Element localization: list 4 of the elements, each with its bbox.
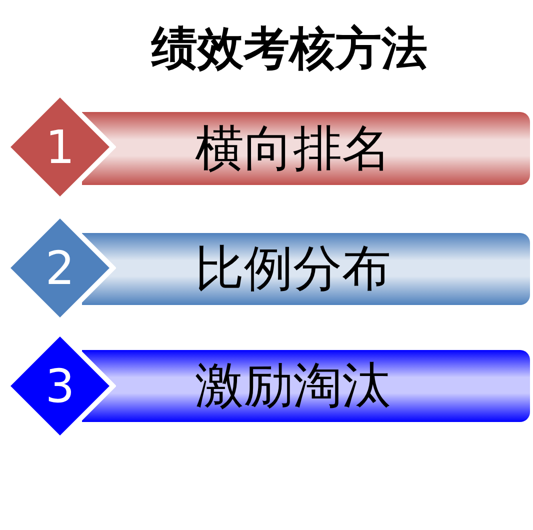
diagram-title: 绩效考核方法	[152, 20, 428, 77]
method-band: 比例分布	[82, 233, 530, 305]
method-band: 激励淘汰	[82, 350, 530, 422]
method-band: 横向排名	[82, 112, 530, 185]
